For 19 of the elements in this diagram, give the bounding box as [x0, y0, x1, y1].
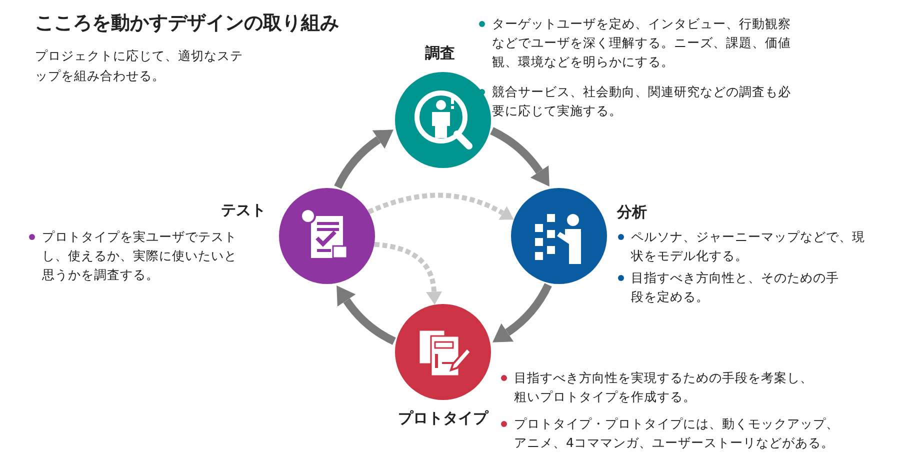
arrow [493, 282, 552, 344]
bullet-text: ターゲットユーザを定め、インタビュー、行動観察などでユーザを深く理解する。ニーズ、課題、価値観、環境などを明らかにする。 [478, 14, 796, 71]
title: こころを動かすデザインの取り組み [35, 11, 339, 36]
arrow [336, 286, 396, 345]
bullet-text: 目指すべき方向性を実現するための手段を考案し、粗いプロトタイプを作成する。 [500, 368, 818, 406]
arrow [334, 128, 393, 190]
bullet-text: 競合サービス、社会動向、関連研究などの調査も必要に応じて実施する。 [478, 82, 796, 120]
arrow [374, 242, 442, 305]
bullet-text: プロトタイプ・プロトタイプには、動くモックアップ、アニメ、4コママンガ、ユーザーストーリなどがある。 [500, 414, 844, 452]
bullet-text: ペルソナ、ジャーニーマップなどで、現状をモデル化する。 [617, 227, 865, 265]
arrow [368, 192, 514, 220]
step-heading: 調査 [424, 44, 456, 62]
bullet-text: 目指すべき方向性と、そのための手段を定める。 [617, 268, 847, 306]
step-heading: テスト [221, 201, 266, 219]
step-heading: 分析 [617, 203, 647, 221]
step-heading: プロトタイプ [397, 409, 490, 427]
arrow [490, 127, 550, 186]
bullet-text: プロトタイプを実ユーザでテストし、使えるか、実際に使いたいと思うかを調査する。 [28, 227, 242, 284]
subtitle: プロジェクトに応じて、適切なステップを組み合わせる。 [35, 47, 244, 85]
